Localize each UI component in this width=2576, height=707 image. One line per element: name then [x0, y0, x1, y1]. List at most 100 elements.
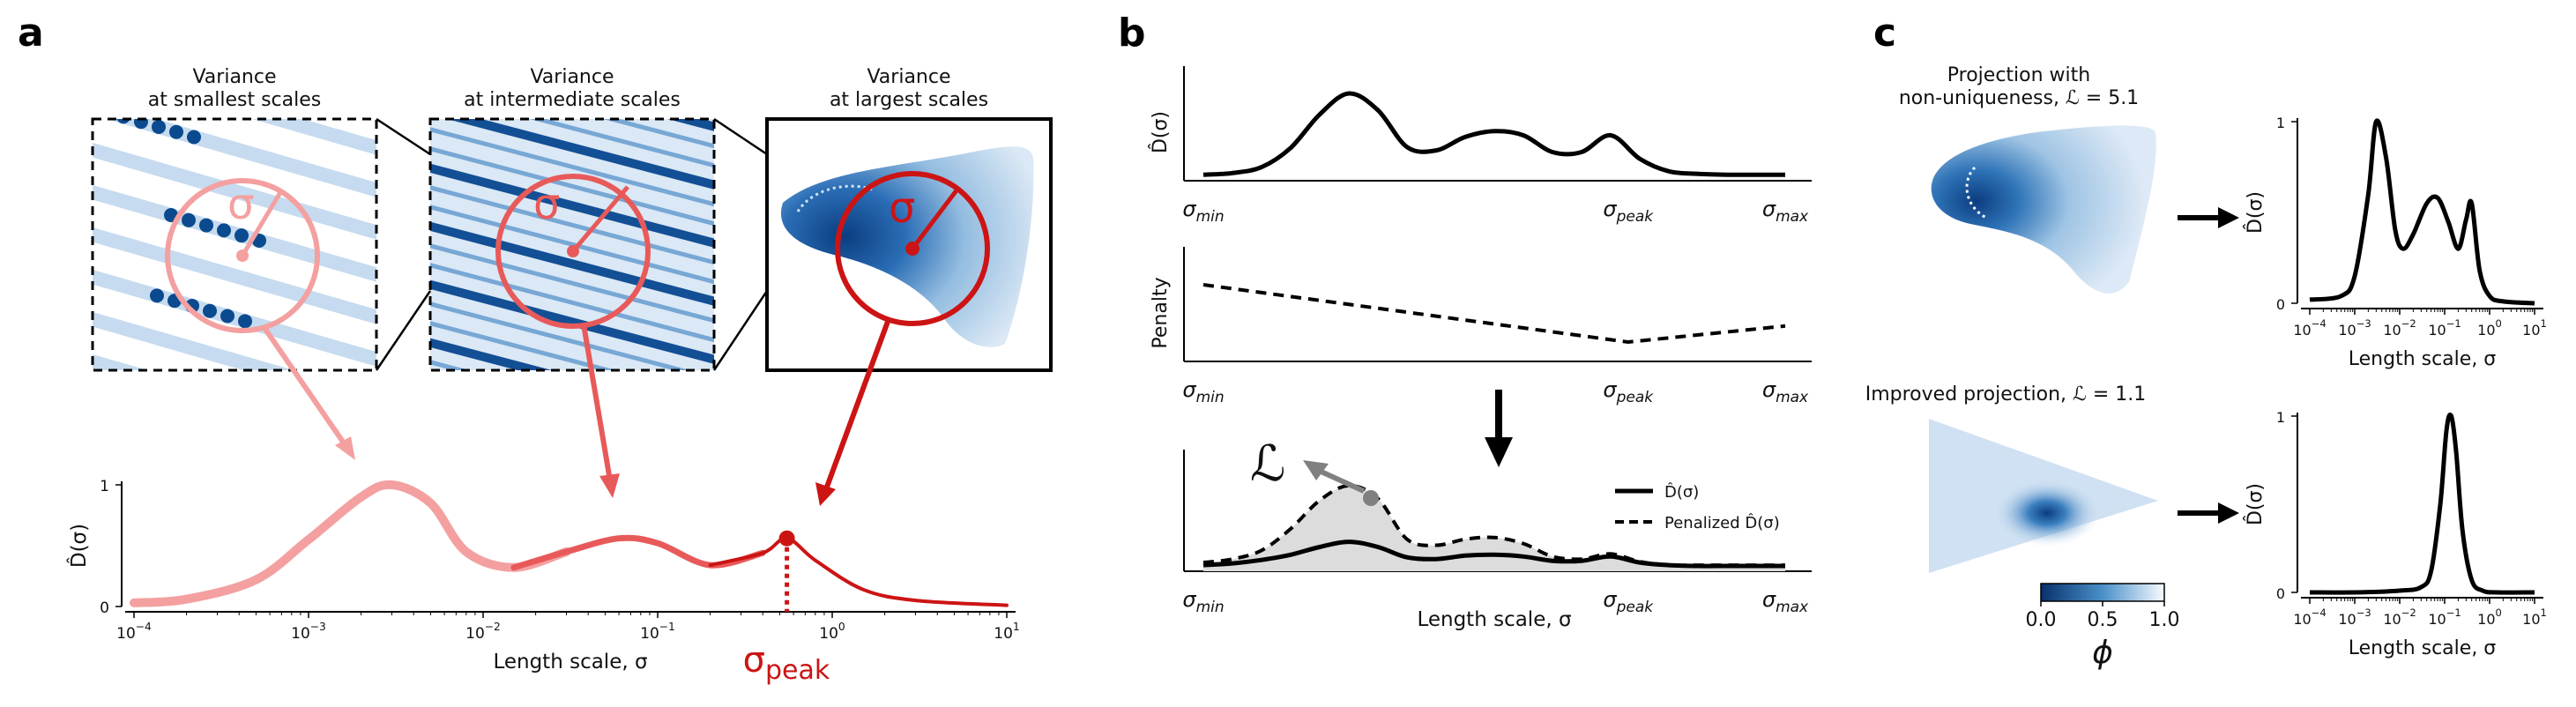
- point-dark: [182, 212, 196, 227]
- inset-connectors: [375, 117, 769, 371]
- colorbar: 0.0 0.5 1.0 ϕ: [2026, 583, 2180, 671]
- x-tick-σmax: σmax: [1762, 197, 1809, 226]
- point-dark: [139, 455, 153, 469]
- stripe: [529, 119, 714, 168]
- stripes-intermediate: [430, 119, 714, 370]
- x-tick-σmax: σmax: [1762, 587, 1809, 616]
- point-dark: [187, 130, 201, 145]
- y-tick-label: 0: [2276, 585, 2285, 602]
- y-tick-label: 1: [2276, 115, 2285, 131]
- sigma-label-intermediate: σ: [533, 180, 560, 229]
- b-bottom-raw-curve: [1202, 540, 1785, 569]
- c-top-curve: [2309, 118, 2535, 306]
- x-tick-label: 100: [819, 621, 845, 643]
- inset-title-3-line1: Variance: [867, 66, 950, 88]
- y-axis-label: D̂(σ): [2244, 483, 2267, 525]
- loss-arrow-head: [1303, 460, 1329, 480]
- curve-segment-2: [708, 536, 1009, 607]
- stripe: [430, 243, 714, 324]
- inset-title-1-line1: Variance: [192, 66, 276, 88]
- x-tick-label: 10−4: [116, 621, 152, 643]
- x-tick-σmin: σmin: [1182, 197, 1224, 226]
- x-tick-label: 10−1: [2428, 607, 2461, 628]
- loss-arrow-shaft: [1314, 466, 1366, 494]
- colorbar-tick-1: 1.0: [2149, 609, 2180, 631]
- colorbar-gradient: [2040, 583, 2165, 602]
- stripe-light: [93, 227, 376, 324]
- x-tick-label: 101: [994, 621, 1019, 643]
- arrow-head-large: [815, 482, 836, 506]
- legend-label-raw: D̂(σ): [1664, 483, 1699, 502]
- point-dark: [113, 24, 127, 38]
- x-tick-label: 100: [2477, 607, 2502, 628]
- point-dark: [210, 475, 224, 489]
- inset-titles-a: Variance at smallest scales Variance at …: [148, 66, 988, 111]
- point-dark: [189, 384, 203, 398]
- point-dark: [99, 105, 113, 119]
- stripe-light: [93, 142, 376, 240]
- y-tick-label: 1: [100, 478, 109, 495]
- c-top-projection: [1931, 125, 2156, 294]
- arrow-head-intermediate: [599, 473, 620, 498]
- point-dark: [152, 119, 166, 134]
- inset-intermediate-frame: [428, 117, 716, 372]
- point-dark: [217, 223, 231, 238]
- stripe: [602, 119, 714, 149]
- stripes-smallest: [71, 0, 406, 489]
- peak-marker: [778, 530, 795, 547]
- x-axis-label: Length scale, σ: [493, 651, 647, 674]
- point-dark: [199, 218, 213, 233]
- x-tick-σmax: σmax: [1762, 377, 1809, 406]
- panel-letter-c: c: [1873, 11, 1896, 56]
- point-dark: [153, 375, 168, 389]
- y-axis-label: Penalty: [1150, 277, 1172, 348]
- c-top-title-line2: non-uniqueness, ℒ = 5.1: [1899, 87, 2139, 109]
- stripe: [430, 221, 714, 306]
- point-dark: [183, 44, 197, 58]
- point-dark: [203, 303, 217, 318]
- c-bottom-projection: [1929, 419, 2158, 573]
- x-tick-label: 10−4: [2293, 607, 2326, 628]
- point-dark: [224, 395, 238, 409]
- b-penalty-curve: [1202, 283, 1786, 345]
- stripe: [430, 263, 714, 343]
- x-tick-σpeak: σpeak: [1603, 197, 1654, 226]
- inset-largest-frame: [765, 117, 1053, 372]
- point-dark: [171, 379, 185, 393]
- x-tick-label: 10−2: [2383, 317, 2416, 339]
- x-tick-label: 10−4: [2293, 317, 2326, 339]
- y-tick-label: 1: [2276, 409, 2285, 426]
- x-tick-label: 100: [2477, 317, 2502, 339]
- stripe-light: [71, 0, 406, 71]
- x-axis-label: Length scale, σ: [2349, 637, 2497, 659]
- point-dark: [150, 288, 164, 303]
- loss-point: [1363, 490, 1379, 506]
- stripe-light: [252, 119, 376, 155]
- y-axis-label: D̂(σ): [2244, 191, 2267, 234]
- c-bottom-arrow: [2178, 502, 2239, 524]
- point-dark: [220, 309, 235, 324]
- arrow-head-small: [335, 436, 355, 460]
- point-dark: [235, 228, 249, 243]
- stripe-light: [106, 119, 376, 197]
- stripe: [430, 127, 714, 207]
- x-axis-label: Length scale, σ: [2349, 348, 2497, 370]
- c-bottom-curve: [2309, 412, 2535, 595]
- stripe-light: [93, 311, 294, 370]
- x-tick-label: 101: [2522, 317, 2547, 339]
- scale-arrows: [262, 317, 891, 506]
- inset-smallest-frame: [91, 117, 378, 372]
- x-tick-label: 101: [2522, 607, 2547, 628]
- point-dark: [130, 29, 145, 43]
- b-down-arrow: [1485, 390, 1513, 467]
- stripe: [430, 146, 714, 227]
- stripe: [430, 338, 553, 370]
- point-dark: [166, 40, 180, 54]
- b-top-curve: [1202, 91, 1785, 177]
